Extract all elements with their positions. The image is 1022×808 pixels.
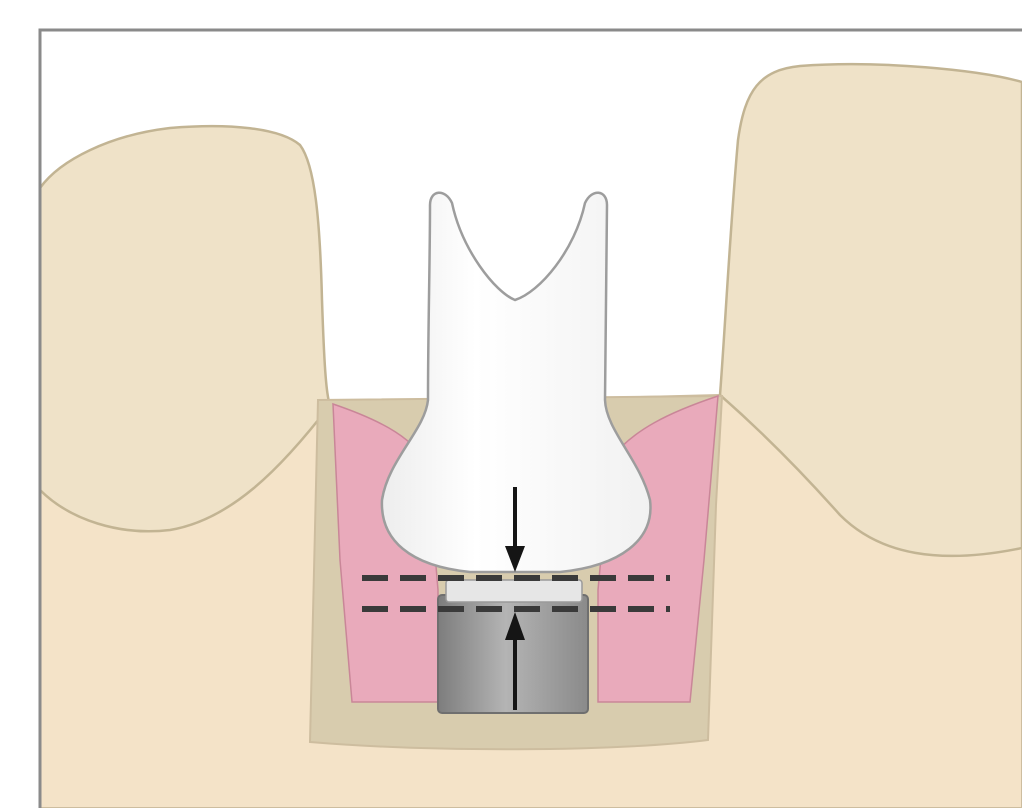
implant-platform [446,580,582,602]
